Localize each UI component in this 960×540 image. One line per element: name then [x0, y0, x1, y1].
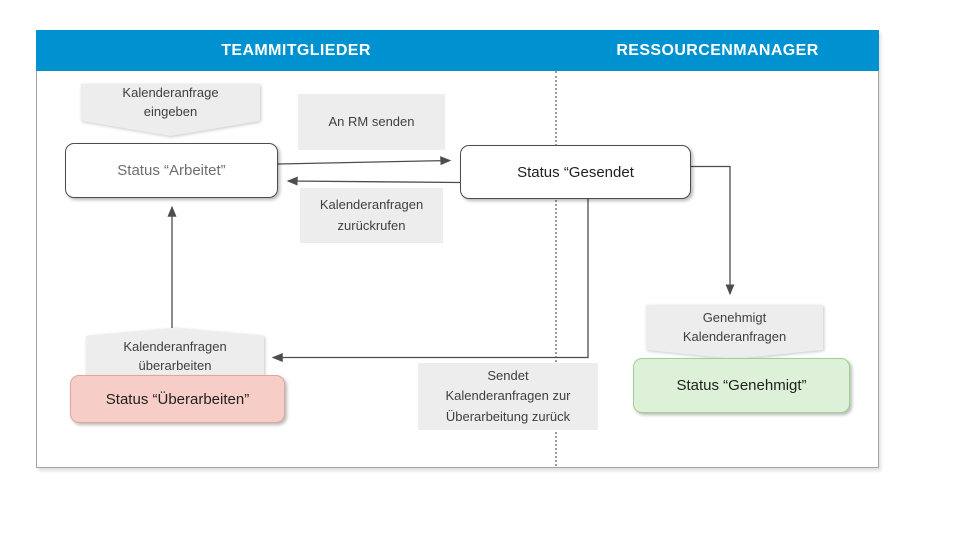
status-box-gesendet: Status “Gesendet [460, 145, 691, 199]
action-recall-requests: Kalenderanfragen zurückrufen [300, 188, 443, 243]
lane-title-ressourcenmanager: RESSOURCENMANAGER [616, 41, 819, 59]
status-box-ueberarbeiten: Status “Überarbeiten” [70, 375, 285, 423]
banner-approves-requests-label: Genehmigt Kalenderanfragen [646, 305, 823, 359]
action-send-to-rm: An RM senden [298, 94, 445, 150]
status-box-genehmigt: Status “Genehmigt” [633, 358, 850, 413]
lane-header-bar: TEAMMITGLIEDER RESSOURCENMANAGER [36, 30, 879, 71]
banner-revise-requests: Kalenderanfragen überarbeiten [86, 328, 264, 378]
lane-title-teammitglieder: TEAMMITGLIEDER [221, 41, 371, 59]
banner-approves-requests: Genehmigt Kalenderanfragen [646, 305, 823, 359]
status-box-arbeitet: Status “Arbeitet” [65, 143, 278, 198]
banner-enter-calendar-request: Kalenderanfrage eingeben [81, 84, 260, 136]
banner-revise-requests-label: Kalenderanfragen überarbeiten [86, 328, 264, 378]
action-return-for-revision: Sendet Kalenderanfragen zur Überarbeitun… [418, 363, 598, 430]
banner-enter-calendar-request-label: Kalenderanfrage eingeben [81, 84, 260, 136]
